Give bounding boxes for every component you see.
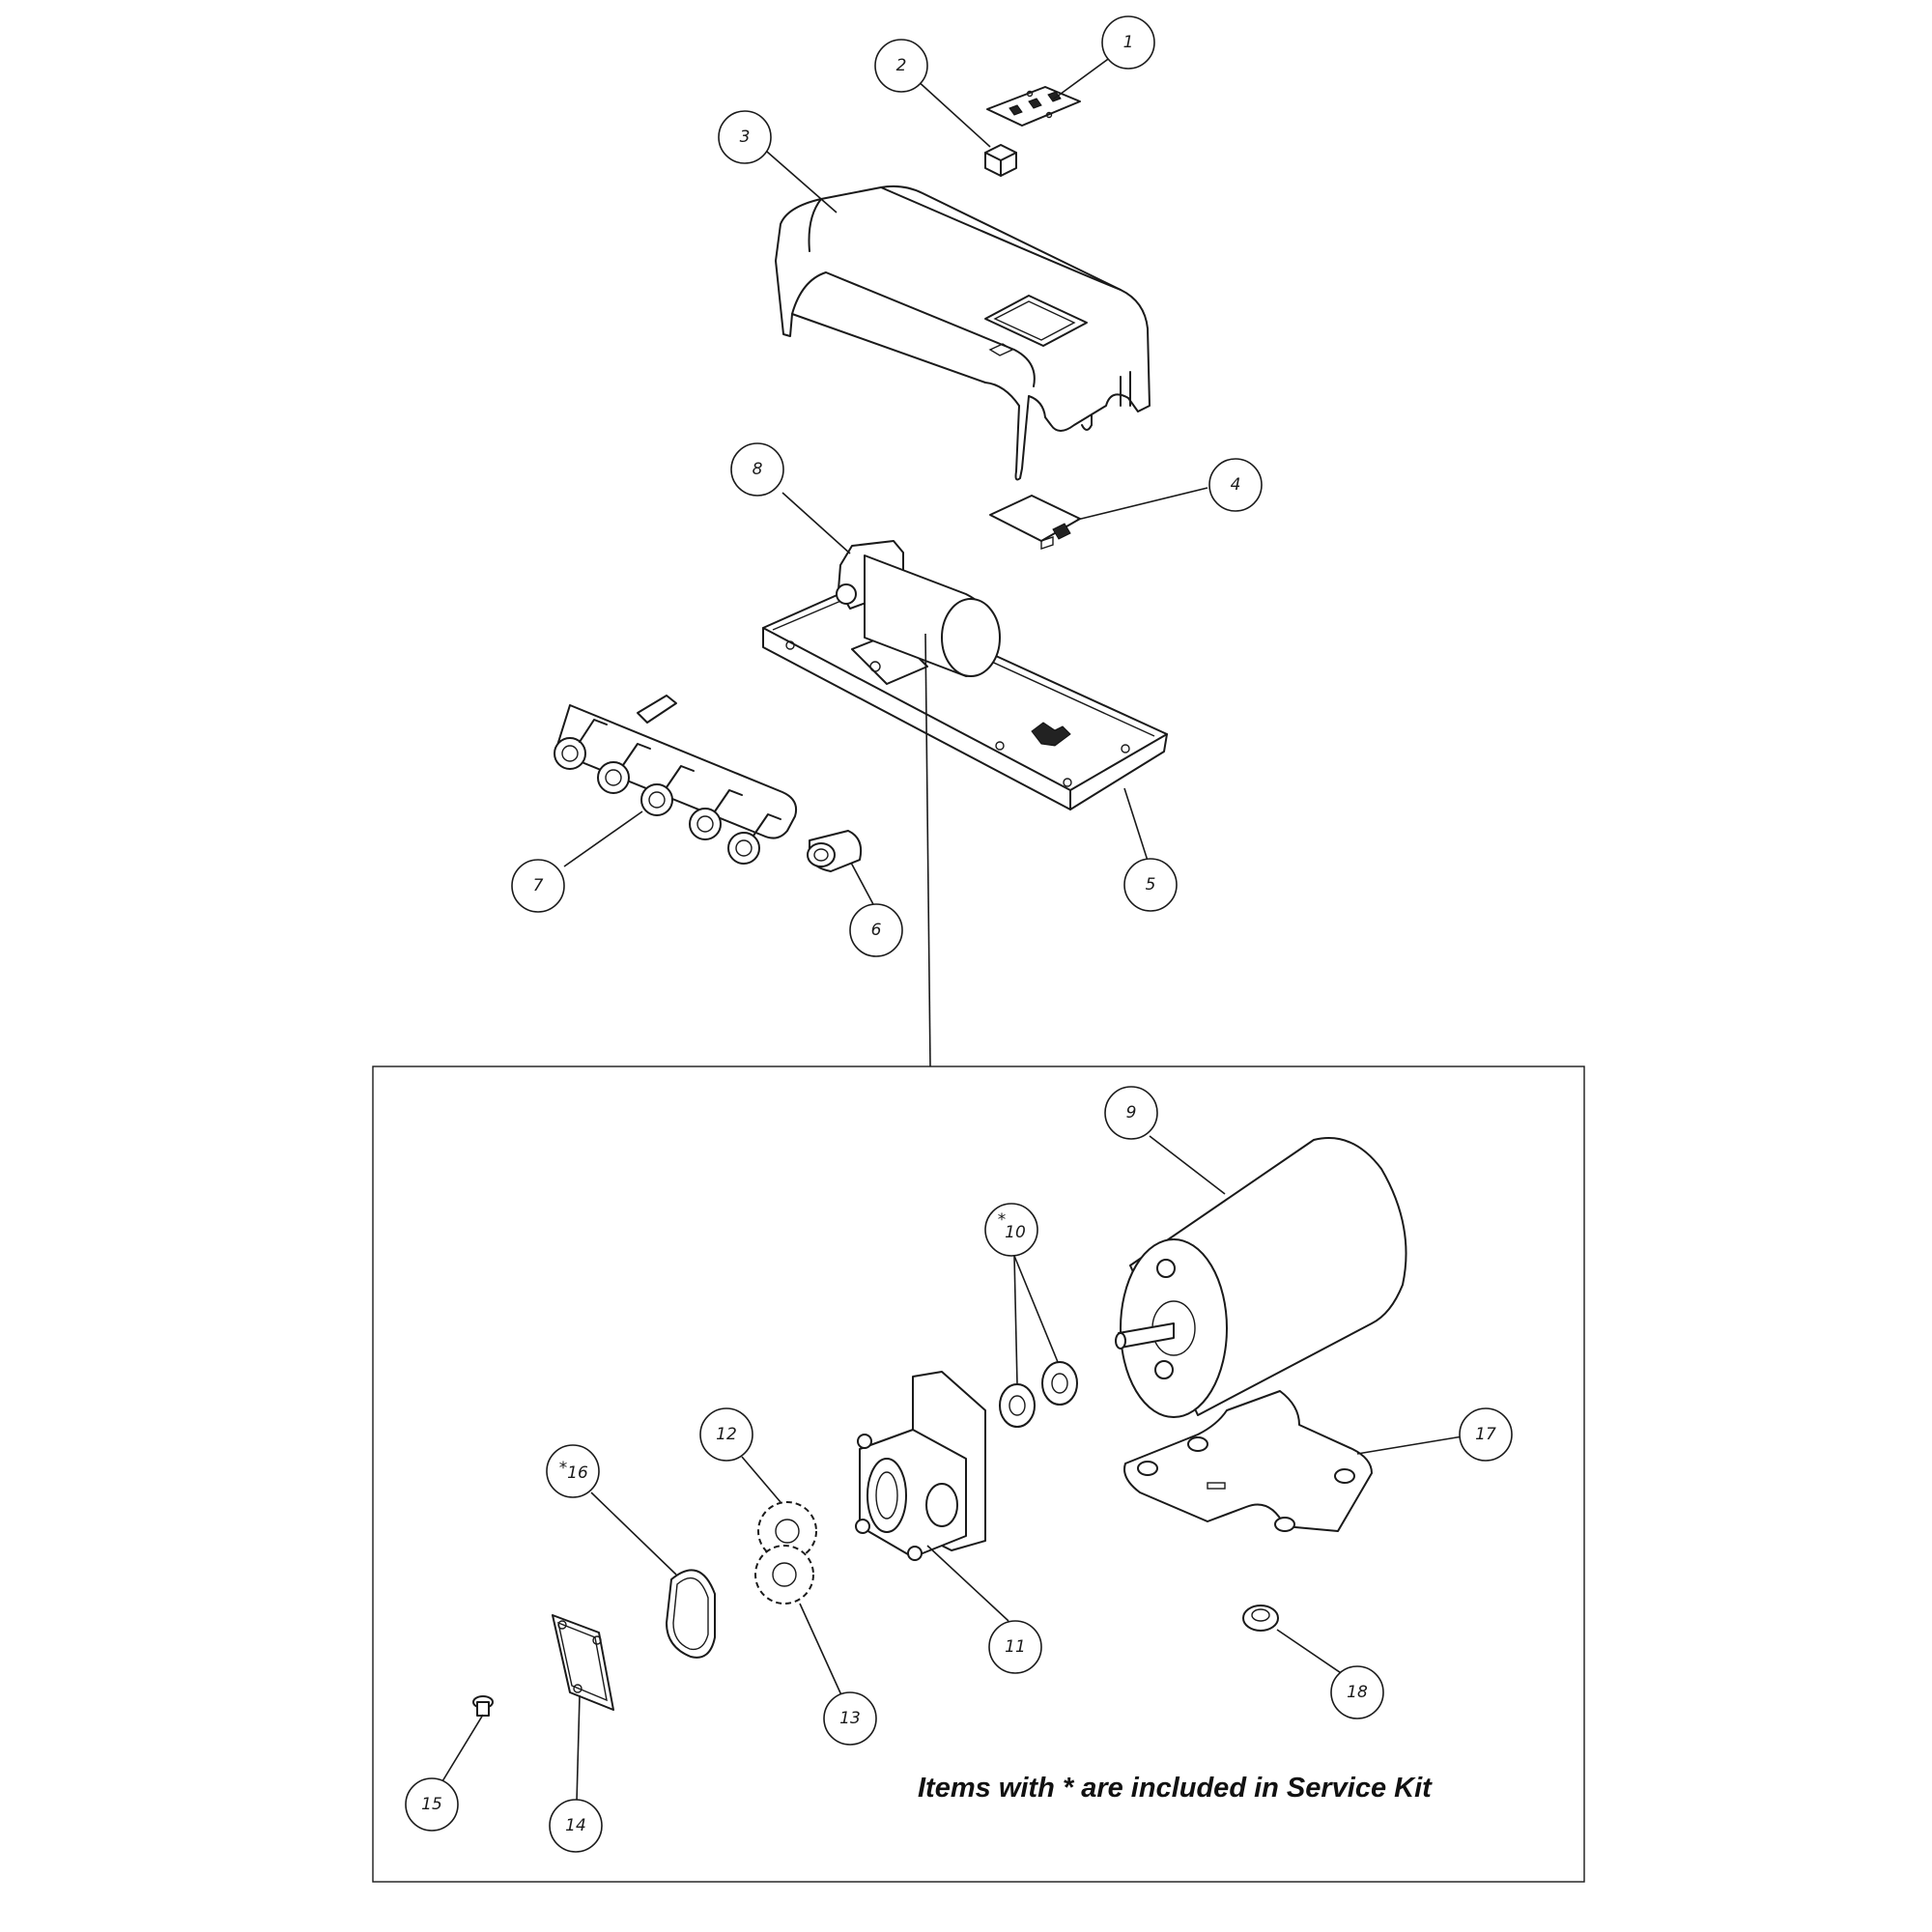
svg-text:12: 12 [716,1425,737,1444]
callout-balloon-10: 10* [984,1203,1038,1257]
callout-balloon-2: 2 [874,39,928,93]
leader-lines [441,56,1463,1803]
svg-text:17: 17 [1475,1425,1496,1444]
part-rocker-switch [984,144,1017,177]
svg-text:14: 14 [565,1816,586,1835]
svg-text:8: 8 [753,460,763,479]
svg-text:18: 18 [1347,1683,1368,1702]
service-kit-note: Items with * are included in Service Kit [918,1773,1433,1804]
callout-balloon-3: 3 [718,110,772,164]
svg-text:4: 4 [1231,475,1241,495]
callout-balloon-13: 13 [823,1691,877,1746]
part-gear-lower [754,1545,814,1605]
callout-balloon-5: 5 [1123,858,1178,912]
callout-balloon-8: 8 [730,442,784,497]
part-elbow-fitting [807,830,863,872]
svg-text:11: 11 [1005,1637,1026,1657]
callout-balloon-1: 1 [1101,15,1155,70]
callout-balloon-7: 7 [511,859,565,913]
part-pump-housing [855,1371,986,1561]
svg-text:9: 9 [1126,1103,1137,1122]
svg-text:5: 5 [1146,875,1156,895]
part-cover-plate [552,1614,614,1711]
svg-text:1: 1 [1123,33,1134,52]
callout-balloon-17: 17 [1459,1407,1513,1462]
svg-text:15: 15 [421,1795,442,1814]
svg-text:13: 13 [839,1709,861,1728]
svg-text:7: 7 [533,876,544,895]
part-circuit-board [989,495,1081,550]
callout-balloon-4: 4 [1208,458,1263,512]
callout-balloon-15: 15 [405,1777,459,1832]
svg-text:2: 2 [896,56,907,75]
callout-balloon-9: 9 [1104,1086,1158,1140]
callout-balloon-6: 6 [849,903,903,957]
service-kit-marker: * [998,1210,1007,1230]
part-screw [472,1695,494,1717]
callout-balloon-18: 18 [1330,1665,1384,1719]
callout-balloon-11: 11 [988,1620,1042,1674]
svg-text:6: 6 [871,921,882,940]
assembly-link-line [924,633,931,1067]
svg-text:3: 3 [740,128,751,147]
callout-balloon-14: 14 [549,1799,603,1853]
part-switch-plate [986,86,1081,127]
svg-text:16: 16 [567,1463,588,1483]
callout-balloon-16: 16* [546,1444,600,1498]
part-motor-bracket [1123,1390,1373,1532]
part-cover [775,185,1151,481]
part-manifold-valves [554,695,798,865]
service-kit-marker: * [559,1459,568,1478]
part-o-ring [666,1569,716,1659]
part-motor [1115,1137,1407,1418]
detail-view-frame [372,1065,1585,1883]
part-grommet [1242,1605,1279,1632]
part-bushings [999,1361,1078,1428]
part-pump-motor-assembly [836,540,1001,685]
part-gear-upper [757,1501,817,1561]
callout-balloon-12: 12 [699,1407,753,1462]
svg-text:10: 10 [1005,1223,1026,1242]
